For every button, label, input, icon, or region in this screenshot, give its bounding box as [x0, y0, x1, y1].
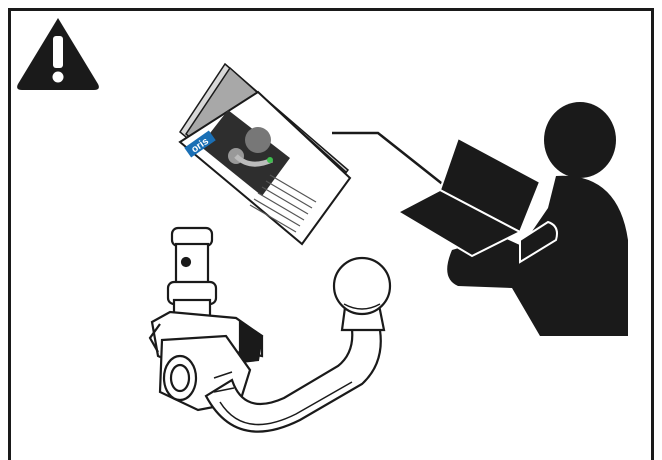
warning-triangle-icon	[17, 18, 99, 90]
person-with-laptop-icon	[398, 102, 628, 336]
detachable-tow-ball-icon	[150, 228, 390, 432]
connector-line	[332, 133, 450, 190]
instruction-manual-icon: oris	[180, 64, 350, 244]
